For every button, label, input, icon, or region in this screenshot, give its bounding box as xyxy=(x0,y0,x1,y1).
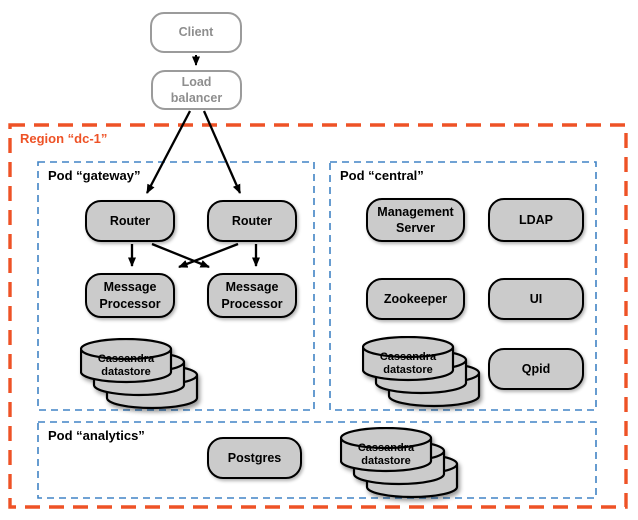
pod-central-border xyxy=(329,161,597,411)
region-dc1-label: Region “dc-1” xyxy=(20,131,108,146)
edge-router1-mp2 xyxy=(151,242,210,269)
node-router-2: Router xyxy=(207,200,297,242)
region-dc1-border xyxy=(8,123,628,509)
edge-router2-mp1 xyxy=(178,242,239,269)
pod-central-label: Pod “central” xyxy=(340,168,424,183)
node-postgres: Postgres xyxy=(207,437,302,479)
node-zookeeper: Zookeeper xyxy=(366,278,465,320)
node-message-processor-1: Message Processor xyxy=(85,273,175,318)
node-client: Client xyxy=(150,12,242,53)
central-cassandra-label: Cassandra datastore xyxy=(379,351,437,376)
edge-loadbalancer-router1 xyxy=(145,110,192,194)
node-ui: UI xyxy=(488,278,584,320)
pod-gateway-border xyxy=(37,161,315,411)
node-load-balancer: Load balancer xyxy=(151,70,242,110)
node-management-server: Management Server xyxy=(366,198,465,242)
pod-analytics-label: Pod “analytics” xyxy=(48,428,145,443)
node-message-processor-2: Message Processor xyxy=(207,273,297,318)
pod-analytics-border xyxy=(37,421,597,499)
gateway-cassandra-label: Cassandra datastore xyxy=(97,353,155,378)
node-ldap: LDAP xyxy=(488,198,584,242)
pod-gateway-label: Pod “gateway” xyxy=(48,168,141,183)
edge-loadbalancer-router2 xyxy=(202,110,242,194)
node-qpid: Qpid xyxy=(488,348,584,390)
analytics-cassandra-label: Cassandra datastore xyxy=(357,442,415,467)
node-router-1: Router xyxy=(85,200,175,242)
